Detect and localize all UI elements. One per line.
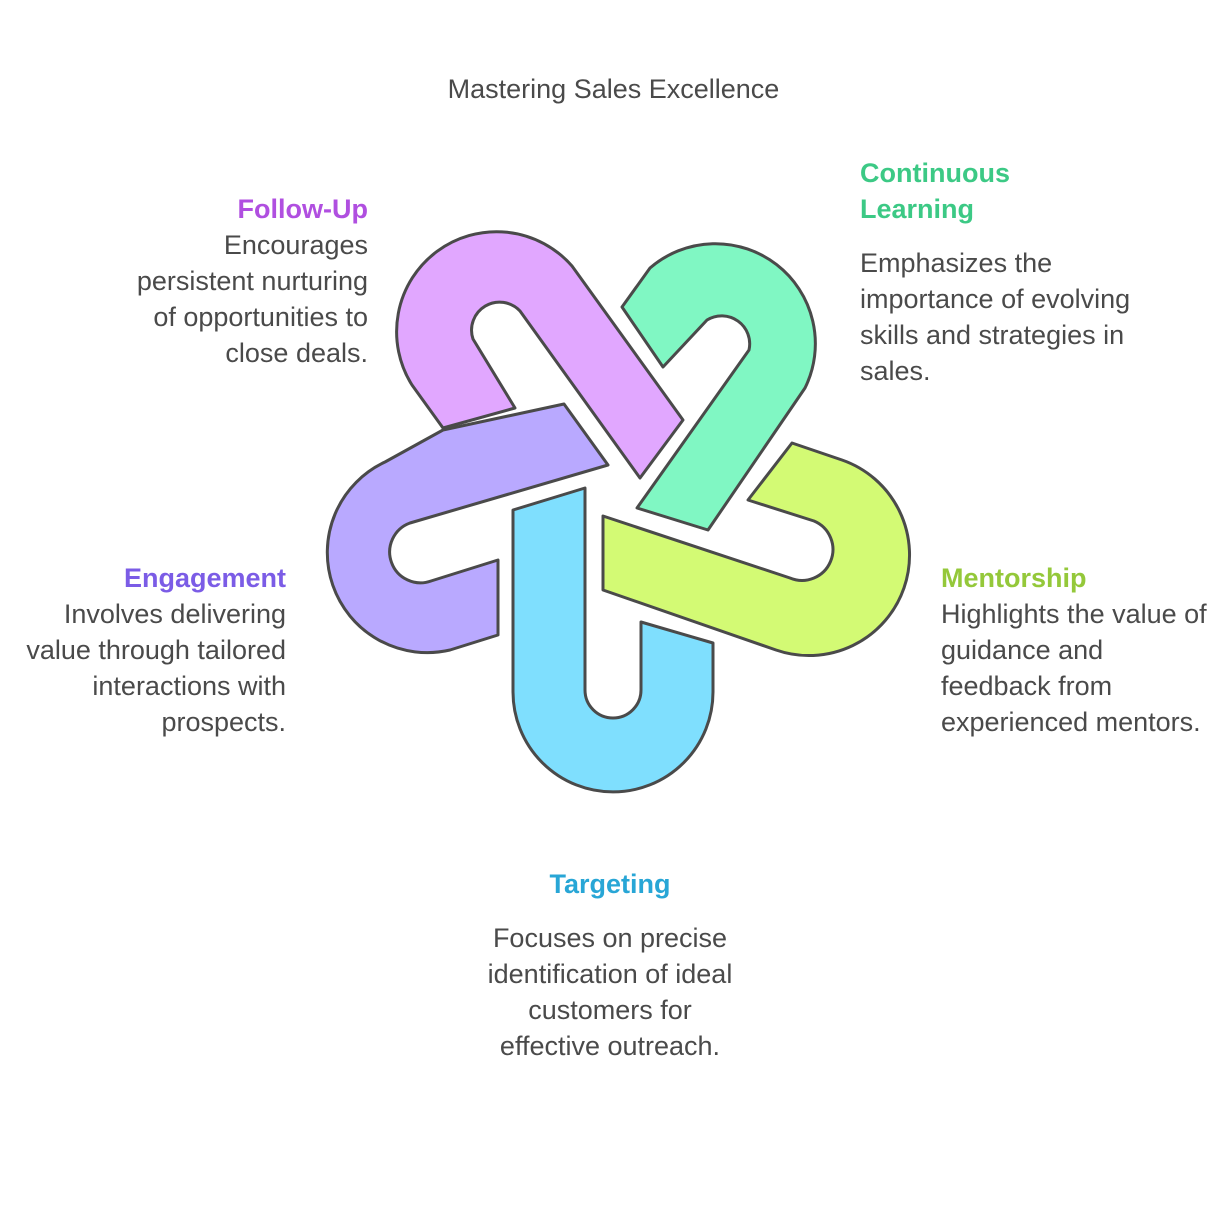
mentorship-block: Mentorship Highlights the value of guida… (941, 560, 1211, 740)
targeting-loop (511, 486, 715, 794)
continuous-learning-description: Emphasizes the importance of evolving sk… (860, 248, 1131, 386)
follow-up-block: Follow-Up Encourages persistent nurturin… (120, 191, 368, 371)
follow-up-loop (395, 230, 685, 480)
engagement-block: Engagement Involves delivering value thr… (20, 560, 286, 740)
page-title: Mastering Sales Excellence (447, 74, 780, 104)
engagement-heading: Engagement (123, 563, 286, 593)
continuous-learning-heading: Continuous Learning (860, 158, 1010, 224)
targeting-heading: Targeting (549, 869, 671, 899)
continuous-learning-block: Continuous Learning Emphasizes the impor… (860, 155, 1160, 389)
engagement-loop (325, 402, 610, 655)
targeting-description: Focuses on precise identification of ide… (487, 923, 733, 1061)
mentorship-loop (601, 441, 912, 658)
mentorship-description: Highlights the value of guidance and fee… (941, 599, 1207, 737)
follow-up-description: Encourages persistent nurturing of oppor… (136, 230, 368, 368)
continuous-learning-loop (620, 242, 817, 532)
targeting-block: Targeting Focuses on precise identificat… (480, 866, 740, 1064)
follow-up-heading: Follow-Up (237, 194, 368, 224)
mentorship-heading: Mentorship (941, 563, 1087, 593)
engagement-description: Involves delivering value through tailor… (26, 599, 286, 737)
